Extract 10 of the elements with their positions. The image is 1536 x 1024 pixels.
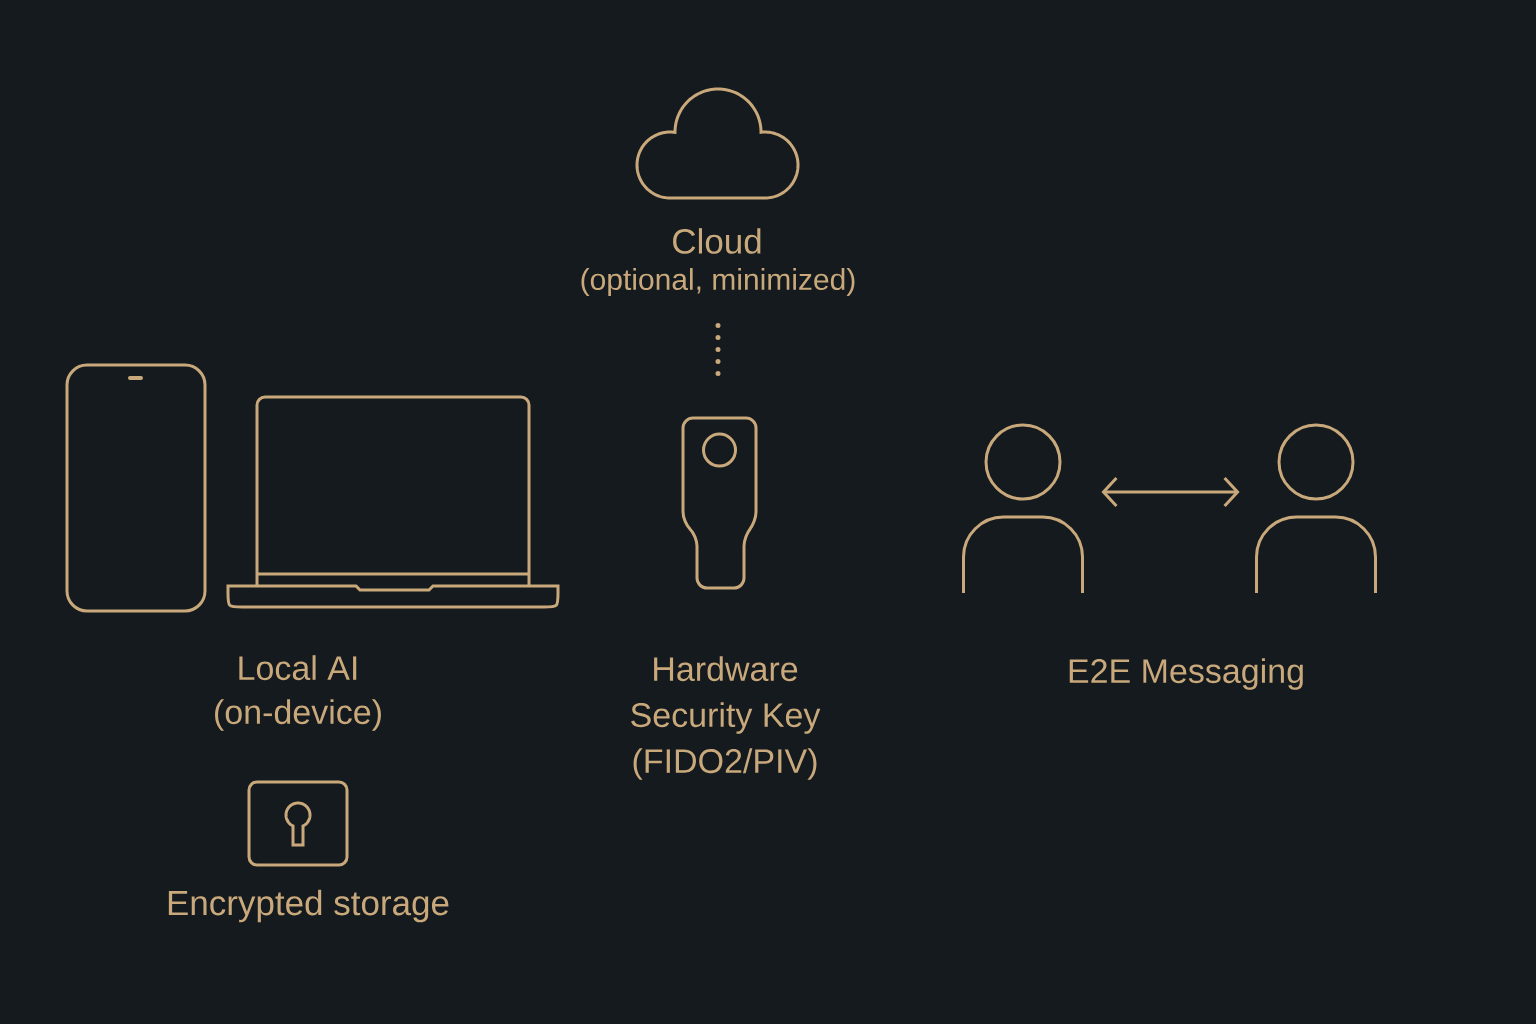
- person-icon: [962, 423, 1084, 593]
- dotted-line: [715, 322, 721, 378]
- icon-label: Encrypted storage: [168, 889, 449, 923]
- icon-sublabel: (optional, minimized): [581, 268, 855, 296]
- double-arrow: [1101, 477, 1240, 508]
- icon-label: Hardware Security Key (FIDO2/PIV): [631, 656, 821, 780]
- icon-label: E2E Messaging: [1069, 658, 1303, 690]
- icon-label: Cloud: [673, 228, 761, 254]
- icon-label: Local AI (on-device): [215, 655, 381, 731]
- person-icon: [1255, 423, 1377, 593]
